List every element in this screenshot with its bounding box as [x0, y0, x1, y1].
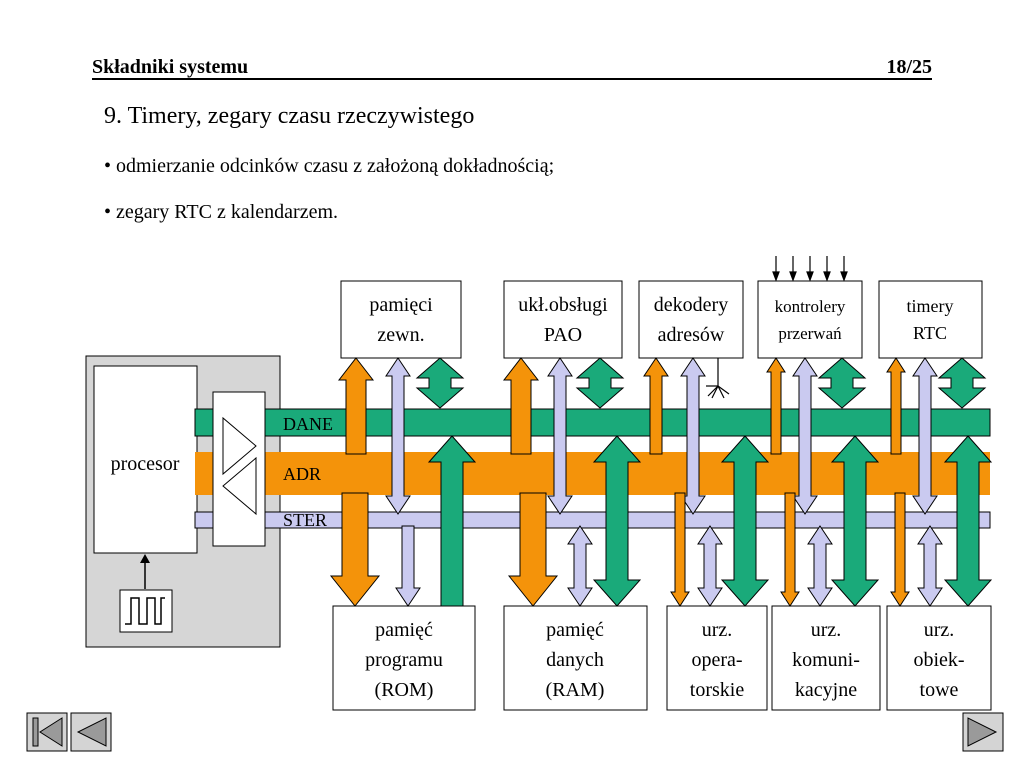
- svg-text:(ROM): (ROM): [375, 679, 434, 701]
- next-slide-button[interactable]: [962, 712, 1004, 752]
- addr-to-comm-arrow: [780, 492, 800, 607]
- svg-text:kacyjne: kacyjne: [795, 679, 857, 701]
- svg-text:RTC: RTC: [913, 323, 947, 343]
- ctrl-decoders-arrow: [680, 357, 706, 515]
- interrupt-input-arrows: [772, 256, 848, 282]
- page-number: 18/25: [886, 56, 932, 78]
- svg-text:urz.: urz.: [811, 619, 842, 641]
- svg-text:urz.: urz.: [702, 619, 733, 641]
- svg-text:torskie: torskie: [690, 679, 745, 701]
- processor-box: [93, 365, 198, 554]
- data-comm-arrow: [830, 435, 880, 607]
- ctrl-object-arrow: [917, 525, 943, 607]
- svg-text:danych: danych: [546, 649, 604, 671]
- data-ram-arrow: [592, 435, 642, 607]
- ctrl-to-rom-arrow: [395, 525, 421, 607]
- block-timers-rtc: timery RTC: [878, 280, 983, 359]
- svg-text:PAO: PAO: [544, 324, 582, 346]
- triangle-left-icon: [39, 717, 63, 747]
- addr-to-timers-arrow: [886, 357, 906, 455]
- svg-text:zewn.: zewn.: [377, 324, 424, 346]
- svg-text:kontrolery: kontrolery: [775, 297, 846, 316]
- block-interrupt-controllers: kontrolery przerwań: [757, 280, 863, 359]
- svg-text:pamięć: pamięć: [546, 619, 604, 641]
- addr-to-pao-arrow: [502, 357, 540, 455]
- svg-text:pamięci: pamięci: [369, 294, 433, 316]
- clock-arrowhead: [140, 554, 150, 563]
- decoder-outputs-icon: [706, 358, 730, 399]
- svg-text:towe: towe: [920, 679, 959, 701]
- block-object-devices: urz. obiek- towe: [886, 605, 992, 711]
- address-bus-label: ADR: [283, 464, 321, 484]
- bus-buffer: [212, 391, 266, 547]
- bus-connection-arrows: [329, 357, 993, 607]
- data-bus: [194, 408, 991, 437]
- svg-text:dekodery: dekodery: [654, 294, 728, 316]
- svg-text:pamięć: pamięć: [375, 619, 433, 641]
- ctrl-comm-arrow: [807, 525, 833, 607]
- data-bus-label: DANE: [283, 414, 333, 434]
- buffer-triangle-right: [222, 416, 257, 476]
- svg-text:urz.: urz.: [924, 619, 955, 641]
- ctrl-timers-arrow: [912, 357, 938, 515]
- addr-to-ram-arrow: [507, 492, 559, 607]
- block-external-memory: pamięci zewn.: [340, 280, 462, 359]
- svg-text:(RAM): (RAM): [546, 679, 605, 701]
- svg-text:opera-: opera-: [691, 649, 742, 671]
- data-ext-mem-arrow: [415, 357, 465, 409]
- data-pao-arrow: [575, 357, 625, 409]
- addr-to-object-arrow: [890, 492, 910, 607]
- svg-text:przerwań: przerwań: [778, 324, 842, 343]
- buffer-triangle-left: [222, 456, 257, 516]
- processor-label: procesor: [111, 453, 180, 475]
- data-from-rom-arrow: [427, 435, 477, 607]
- bullet-2: • zegary RTC z kalendarzem.: [104, 201, 339, 223]
- svg-text:ukł.obsługi: ukł.obsługi: [518, 294, 608, 316]
- block-operator-devices: urz. opera- torskie: [666, 605, 768, 711]
- addr-to-operator-arrow: [670, 492, 690, 607]
- clock-icon: [125, 597, 165, 625]
- addr-to-decoders-arrow: [643, 357, 669, 455]
- svg-text:timery: timery: [907, 296, 954, 316]
- section-heading: 9. Timery, zegary czasu rzeczywistego: [104, 103, 475, 129]
- block-data-memory-ram: pamięć danych (RAM): [503, 605, 648, 711]
- data-object-arrow: [943, 435, 993, 607]
- svg-text:adresów: adresów: [658, 324, 725, 346]
- control-bus-label: STER: [283, 510, 327, 530]
- ctrl-ext-mem-arrow: [385, 357, 411, 515]
- triangle-right-icon: [967, 717, 998, 747]
- block-pao-handler: ukł.obsługi PAO: [503, 280, 623, 359]
- svg-text:komuni-: komuni-: [792, 649, 860, 671]
- addr-to-irq-arrow: [766, 357, 786, 455]
- ctrl-ram-arrow: [567, 525, 593, 607]
- block-program-memory-rom: pamięć programu (ROM): [332, 605, 476, 711]
- bullet-1: • odmierzanie odcinków czasu z założoną …: [104, 155, 555, 177]
- data-timers-arrow: [937, 357, 987, 409]
- slide-title: Składniki systemu: [92, 56, 249, 78]
- addr-to-rom-arrow: [329, 492, 381, 607]
- first-slide-button[interactable]: [26, 712, 68, 752]
- block-communication-devices: urz. komuni- kacyjne: [771, 605, 881, 711]
- addr-to-ext-mem-arrow: [337, 357, 375, 455]
- data-irq-arrow: [817, 357, 867, 409]
- triangle-left-icon: [76, 717, 107, 747]
- ctrl-pao-arrow: [547, 357, 573, 515]
- block-address-decoders: dekodery adresów: [638, 280, 744, 359]
- ctrl-operator-arrow: [697, 525, 723, 607]
- slide-header: Składniki systemu 18/25: [92, 56, 932, 80]
- data-operator-arrow: [720, 435, 770, 607]
- ctrl-irq-arrow: [792, 357, 818, 515]
- clock-box: [119, 589, 173, 633]
- svg-text:obiek-: obiek-: [913, 649, 964, 671]
- bar-icon: [32, 717, 39, 747]
- previous-slide-button[interactable]: [70, 712, 112, 752]
- svg-text:programu: programu: [365, 649, 443, 671]
